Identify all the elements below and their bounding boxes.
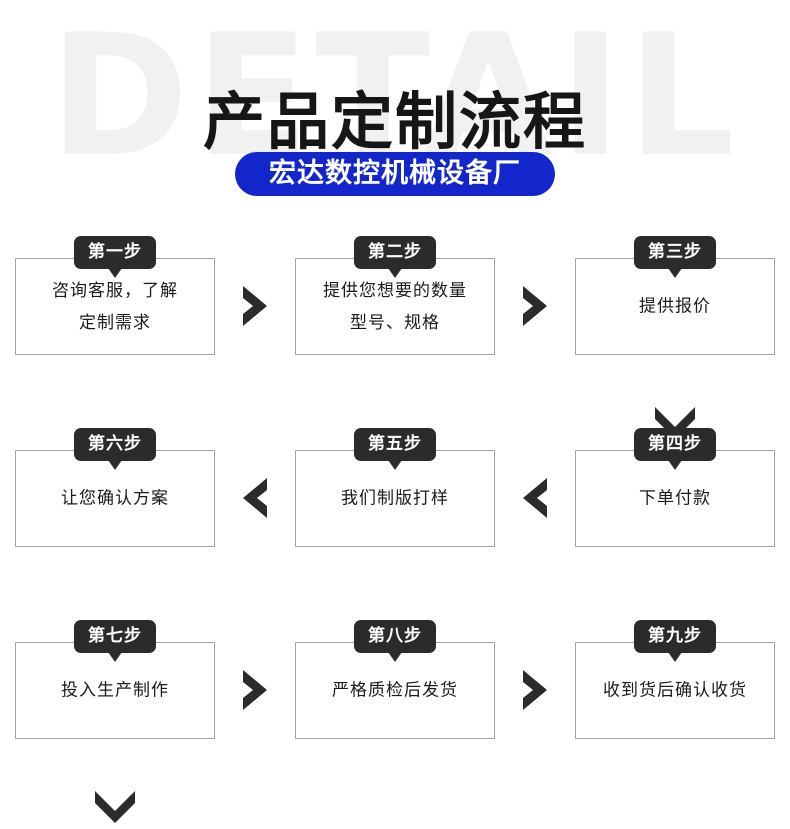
flow-row-3: 投入生产制作 第七步 严格质检后发货 第八步 收到货后确认收货 第九步: [0, 620, 790, 785]
page-header: DETAIL 产品定制流程 宏达数控机械设备厂: [0, 0, 790, 215]
chevron-left-icon: [513, 472, 557, 524]
step-number-badge: 第四步: [634, 428, 716, 470]
step-label: 我们制版打样: [341, 488, 449, 508]
step-number-badge: 第一步: [74, 236, 156, 278]
chevron-down-icon: [89, 787, 141, 829]
step-number-badge: 第七步: [74, 620, 156, 662]
step-label: 咨询客服，了解 定制需求: [52, 280, 178, 333]
flow-step-4[interactable]: 下单付款 第四步: [575, 428, 775, 547]
step-label: 提供您想要的数量 型号、规格: [323, 280, 467, 333]
step-label: 收到货后确认收货: [603, 680, 747, 700]
chevron-right-icon: [513, 280, 557, 332]
chevron-right-icon: [513, 664, 557, 716]
flow-step-6[interactable]: 让您确认方案 第六步: [15, 428, 215, 547]
step-number-badge: 第三步: [634, 236, 716, 278]
step-label: 让您确认方案: [61, 488, 169, 508]
step-label: 严格质检后发货: [332, 680, 458, 700]
page-title: 产品定制流程: [202, 84, 587, 158]
step-number-badge: 第八步: [354, 620, 436, 662]
flow-step-1[interactable]: 咨询客服，了解 定制需求 第一步: [15, 236, 215, 355]
flow-row-2: 让您确认方案 第六步 我们制版打样 第五步 下单付款 第四步: [0, 428, 790, 823]
step-number-badge: 第五步: [354, 428, 436, 470]
chevron-right-icon: [233, 280, 277, 332]
flow-step-3[interactable]: 提供报价 第三步: [575, 236, 775, 355]
step-label: 下单付款: [639, 488, 711, 508]
step-label: 投入生产制作: [61, 680, 169, 700]
brand-badge: 宏达数控机械设备厂: [235, 152, 555, 196]
flow-step-5[interactable]: 我们制版打样 第五步: [295, 428, 495, 547]
flow-step-2[interactable]: 提供您想要的数量 型号、规格 第二步: [295, 236, 495, 355]
process-flow: 咨询客服，了解 定制需求 第一步 提供您想要的数量 型号、规格 第二步 提供报价: [0, 215, 790, 823]
step-label: 提供报价: [639, 296, 711, 316]
flow-step-7[interactable]: 投入生产制作 第七步: [15, 620, 215, 739]
chevron-right-icon: [233, 664, 277, 716]
flow-step-9[interactable]: 收到货后确认收货 第九步: [575, 620, 775, 739]
chevron-left-icon: [233, 472, 277, 524]
step-number-badge: 第二步: [354, 236, 436, 278]
step-number-badge: 第九步: [634, 620, 716, 662]
flow-row-1: 咨询客服，了解 定制需求 第一步 提供您想要的数量 型号、规格 第二步 提供报价: [0, 236, 790, 439]
flow-step-8[interactable]: 严格质检后发货 第八步: [295, 620, 495, 739]
step-number-badge: 第六步: [74, 428, 156, 470]
